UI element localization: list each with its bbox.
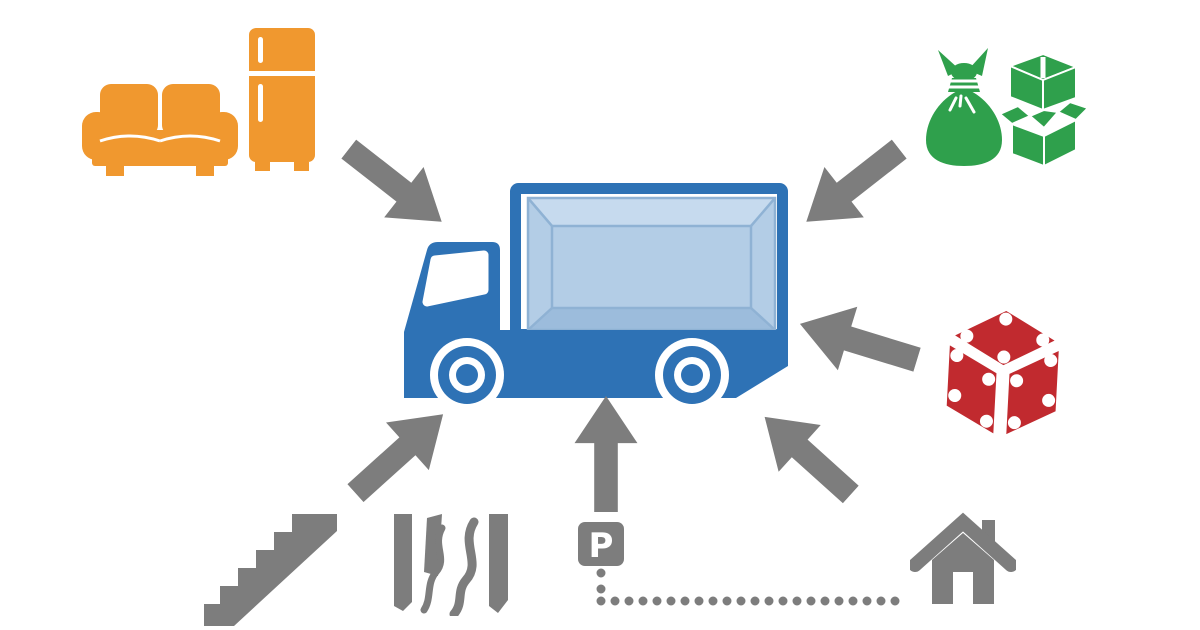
sack-shape [926,48,1002,166]
fridge-icon [249,28,315,171]
house-roof [910,512,1016,572]
parking-letter: P [589,526,614,566]
windshield [422,250,489,307]
sack-icon [926,48,1002,166]
fridge-shape [249,28,315,171]
house-door [953,572,973,604]
sofa-shape [82,84,238,176]
dice-pips [948,312,1058,430]
open-box [999,101,1089,167]
sofa-seams [99,134,221,143]
cargo-box [526,196,777,332]
arrow-from-packed-goods-icon [806,139,907,222]
front-wheel [430,338,504,412]
house-body [932,533,994,604]
sofa-icon [82,84,238,176]
arrow-from-furniture-icon [341,139,442,222]
arrow-from-parking-icon [574,395,638,512]
rear-wheel [655,338,729,412]
stairs-shape [204,514,337,626]
stairs-icon [204,514,337,626]
dice-icon [941,305,1064,441]
parking-sign-plate [578,522,624,566]
parking-sign-icon: P [578,522,914,606]
house-icon [910,512,1016,604]
road-curves [420,517,479,616]
cargo-bottom-face [528,308,775,330]
arrow-from-stairs-icon [347,414,444,503]
road-icon [394,514,508,616]
dotted-connector [596,568,914,606]
dice-faces [941,305,1064,441]
fridge-details [249,37,315,122]
boxes-icon [999,53,1089,167]
sack-ties [947,79,981,114]
road-barriers [394,514,508,613]
cargo-top-face [528,198,775,226]
arrow-from-house-icon [764,416,859,504]
truck-icon [404,183,788,412]
arrow-from-dice-icon [799,306,921,372]
